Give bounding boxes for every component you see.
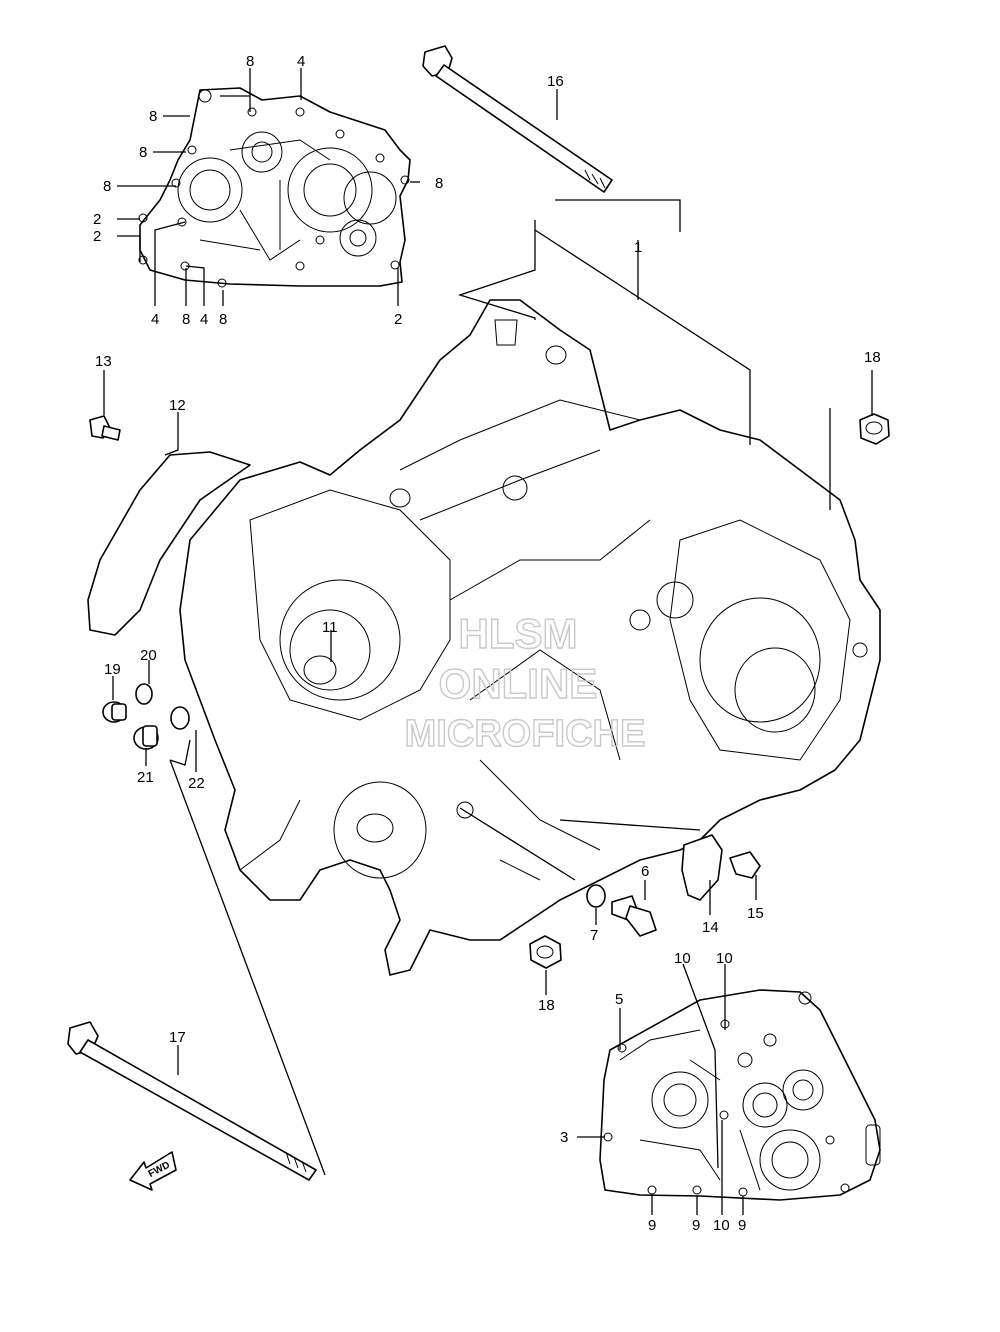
bolt-13 (89, 415, 121, 441)
callout-2-b: 2 (93, 228, 101, 245)
callout-12: 12 (169, 397, 186, 414)
callout-4-c: 4 (200, 311, 208, 328)
callout-20: 20 (140, 647, 157, 664)
watermark: HLSM ONLINE MICROFICHE (404, 609, 646, 755)
callout-8-a: 8 (246, 53, 254, 70)
callout-17: 17 (169, 1029, 186, 1046)
bolt-15 (729, 851, 761, 879)
bolt-16 (422, 45, 613, 193)
callout-4-a: 4 (297, 53, 305, 70)
callout-14: 14 (702, 919, 719, 936)
callout-22: 22 (188, 775, 205, 792)
nut-18-top (859, 413, 890, 445)
bolt-17 (67, 1021, 317, 1181)
callout-3: 3 (560, 1129, 568, 1146)
callout-10-c: 10 (713, 1217, 730, 1234)
callout-5: 5 (615, 991, 623, 1008)
callout-10-b: 10 (716, 950, 733, 967)
callout-11: 11 (322, 619, 338, 636)
callout-18-top: 18 (864, 349, 881, 366)
callout-1: 1 (634, 239, 642, 256)
callout-9-b: 9 (692, 1217, 700, 1234)
bolt-6 (611, 895, 657, 937)
crankcase-half-bottom-detail (599, 989, 881, 1201)
washer-7 (586, 884, 606, 908)
watermark-line-1: HLSM (459, 610, 578, 657)
nut-18-bottom (529, 935, 562, 969)
callout-9-a: 9 (648, 1217, 656, 1234)
leader-lines (103, 68, 873, 1215)
crankcase-half-top-detail (138, 87, 411, 288)
forward-arrow: FWD (129, 1151, 177, 1191)
o-ring-20 (135, 683, 153, 705)
callout-6: 6 (641, 863, 649, 880)
crankcase-assembly (179, 299, 881, 976)
callout-18-bottom: 18 (538, 997, 555, 1014)
callout-21: 21 (137, 769, 154, 786)
callout-9-c: 9 (738, 1217, 746, 1234)
gasket-12 (87, 451, 251, 636)
callout-8-g: 8 (219, 311, 227, 328)
callout-10-a: 10 (674, 950, 691, 967)
callout-7: 7 (590, 927, 598, 944)
callout-13: 13 (95, 353, 112, 370)
watermark-line-3: MICROFICHE (405, 713, 646, 755)
callout-16: 16 (547, 73, 564, 90)
callout-15: 15 (747, 905, 764, 922)
watermark-line-2: ONLINE (439, 660, 598, 707)
callout-19: 19 (104, 661, 121, 678)
callout-8-b: 8 (149, 108, 157, 125)
plug-19 (102, 701, 127, 723)
callout-8-c: 8 (139, 144, 147, 161)
bracket-14 (681, 834, 723, 901)
callout-4-b: 4 (151, 311, 159, 328)
callout-8-d: 8 (103, 178, 111, 195)
callout-8-f: 8 (182, 311, 190, 328)
o-ring-22 (170, 706, 190, 730)
callout-2-c: 2 (394, 311, 402, 328)
callout-labels: 1 16 18 13 12 11 20 19 21 22 6 7 14 15 1… (93, 53, 881, 1234)
plug-21 (133, 725, 159, 750)
callout-8-e: 8 (435, 175, 443, 192)
callout-2-a: 2 (93, 211, 101, 228)
